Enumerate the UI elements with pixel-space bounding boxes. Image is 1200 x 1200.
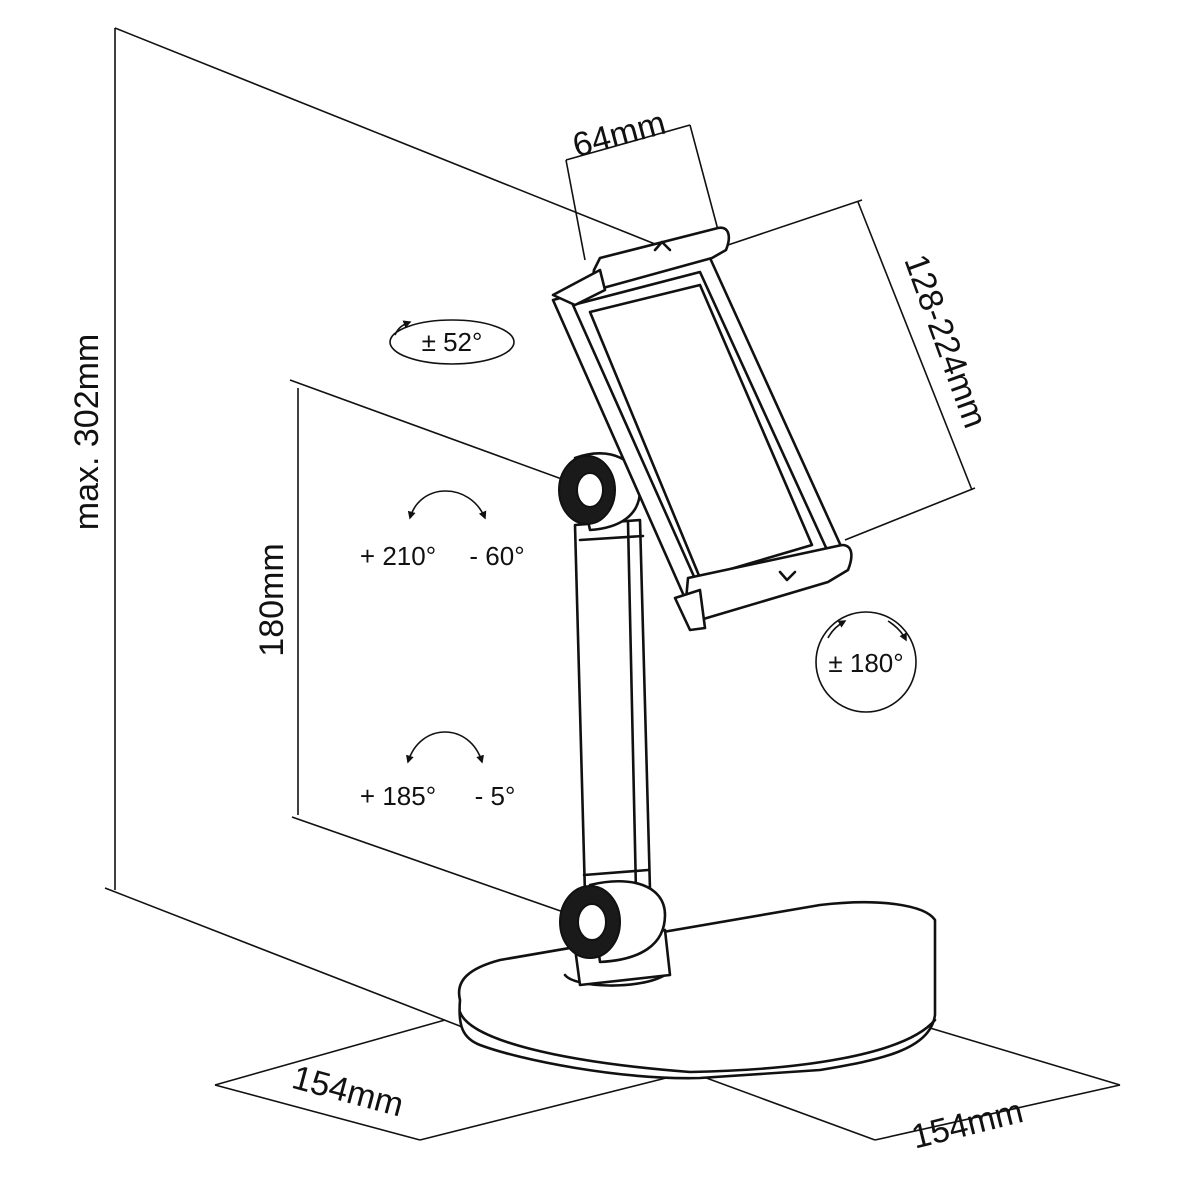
stand-arm — [573, 518, 652, 897]
lower-joint-down-label: - 5° — [475, 781, 516, 811]
arm-ridge — [626, 520, 638, 894]
clamp-range-label: 128-224mm — [896, 249, 994, 432]
clamp-depth-left-extension — [565, 159, 586, 261]
base-bottom-edge — [458, 1010, 937, 1074]
holder-screen — [588, 283, 814, 580]
top-extension-line — [114, 27, 666, 249]
bottom-clamp-arrow-icon — [778, 570, 797, 582]
clamp-depth-label: 64mm — [569, 104, 670, 165]
base-depth-back-extension — [214, 1019, 446, 1086]
upper-joint — [558, 452, 642, 532]
lower-joint — [559, 879, 667, 964]
holder-rotation-icon — [815, 611, 917, 713]
base-width-label: 154mm — [908, 1092, 1027, 1156]
bottom-clamp-side — [673, 588, 707, 632]
clamp-depth-dimension-line — [565, 124, 691, 161]
tablet-holder — [551, 226, 853, 632]
top-clamp-side — [551, 268, 607, 307]
clamp-depth-right-extension — [689, 124, 719, 231]
upper-joint-up-label: + 210° — [360, 541, 436, 571]
base-depth-dimension-line — [214, 1084, 421, 1141]
base-depth-front-extension — [419, 1071, 691, 1141]
clamp-range-bottom-extension — [844, 487, 976, 541]
rotation-lower-indicator — [406, 731, 484, 764]
arm-bottom-band — [582, 868, 650, 877]
base-width-right-extension — [929, 1027, 1121, 1086]
arm-top-extension-line — [289, 379, 571, 483]
swivel-rotation-label: ± 52° — [422, 327, 483, 357]
base-width-dimension-line — [874, 1084, 1121, 1141]
clamp-range-top-extension — [727, 199, 863, 246]
swivel-rotation-icon — [389, 319, 515, 365]
clamp-range-dimension-line — [857, 201, 973, 491]
upper-joint-down-label: - 60° — [469, 541, 524, 571]
lower-joint-up-label: + 185° — [360, 781, 436, 811]
lower-joint-knob-center — [577, 903, 607, 941]
base-socket — [563, 973, 667, 987]
base-plate — [457, 900, 937, 1080]
lower-joint-rotation-icon — [406, 731, 484, 764]
base-width-left-extension — [689, 1071, 876, 1141]
arm-bottom-extension-line — [291, 816, 573, 916]
dimension-lines — [104, 27, 1121, 1141]
arm-top-band — [578, 534, 645, 542]
base-depth-label: 154mm — [288, 1058, 407, 1124]
holder-rotation-label: ± 180° — [828, 648, 903, 678]
rotation-holder-indicator — [815, 611, 917, 713]
arm-body — [573, 518, 652, 897]
bottom-extension-line — [104, 887, 471, 1031]
top-clamp-arrow-icon — [653, 240, 672, 252]
upper-joint-rotation-icon — [407, 490, 487, 520]
stand-base — [457, 900, 937, 1080]
arm-length-label: 180mm — [253, 543, 291, 656]
max-height-label: max. 302mm — [68, 334, 106, 531]
rotation-swivel-indicator — [389, 319, 515, 365]
upper-joint-knob-center — [576, 472, 604, 508]
rotation-upper-indicator — [407, 490, 487, 520]
